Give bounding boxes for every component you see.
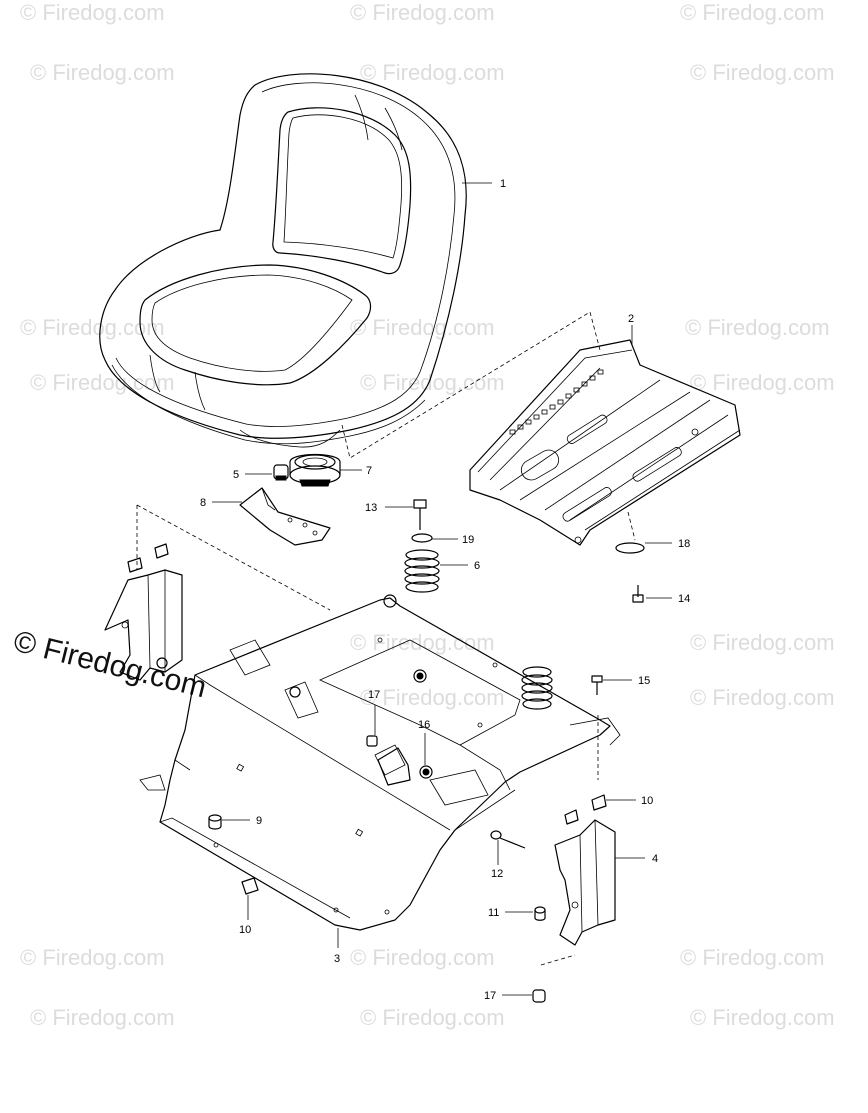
spring-part-6 [404, 549, 440, 593]
callout-6: 6 [474, 560, 480, 572]
watermark: © Firedog.com [20, 945, 165, 970]
watermark-dark: © Firedog.com [10, 625, 209, 705]
callout-10a: 10 [239, 924, 251, 936]
bolt-part-15 [591, 675, 603, 695]
watermark: © Firedog.com [350, 0, 495, 25]
callout-15: 15 [638, 675, 650, 687]
callout-17a: 17 [368, 689, 380, 701]
watermark: © Firedog.com [690, 370, 835, 395]
callout-labels: 1 2 3 4 5 6 7 8 9 10 10 11 12 13 14 15 1… [200, 178, 690, 1002]
watermark: © Firedog.com [690, 1005, 835, 1030]
callout-17b: 17 [484, 990, 496, 1002]
watermark: © Firedog.com [360, 685, 505, 710]
seat-part-1 [99, 73, 467, 448]
seat-pan-part-2 [469, 339, 741, 546]
watermark: © Firedog.com [350, 630, 495, 655]
bracket-part-8 [239, 487, 331, 546]
callout-8: 8 [200, 497, 206, 509]
left-bracket [104, 543, 183, 681]
bolt-part-14 [632, 585, 644, 603]
callout-3: 3 [334, 953, 340, 965]
watermark: © Firedog.com [690, 60, 835, 85]
callout-18: 18 [678, 538, 690, 550]
bracket-part-4 [554, 794, 616, 946]
callout-5: 5 [233, 469, 239, 481]
plug-part-9 [208, 814, 222, 830]
watermark: © Firedog.com [30, 370, 175, 395]
adjustment-slots [509, 369, 604, 435]
watermark: © Firedog.com [30, 60, 175, 85]
bolt-part-13 [413, 499, 427, 530]
callout-11: 11 [488, 907, 499, 919]
seat-frame-part-3 [139, 594, 621, 931]
seat-switch-part-7 [289, 453, 341, 487]
watermark: © Firedog.com [690, 685, 835, 710]
watermark: © Firedog.com [20, 0, 165, 25]
watermark: © Firedog.com [680, 0, 825, 25]
callout-1: 1 [500, 178, 506, 190]
watermark: © Firedog.com [690, 630, 835, 655]
callout-12: 12 [491, 868, 503, 880]
callout-10b: 10 [641, 795, 653, 807]
leader-lines [212, 182, 672, 996]
clip-part-10-lower [241, 877, 259, 895]
bracket-part-16 [377, 747, 411, 786]
plug-part-11 [534, 906, 546, 921]
callout-7: 7 [366, 465, 372, 477]
watermark: © Firedog.com [350, 315, 495, 340]
callout-19: 19 [462, 534, 474, 546]
callout-9: 9 [256, 815, 262, 827]
watermark-layer: © Firedog.com © Firedog.com © Firedog.co… [20, 0, 835, 1030]
watermark: © Firedog.com [680, 945, 825, 970]
watermark: © Firedog.com [685, 315, 830, 340]
nut-part-17-lower [532, 989, 546, 1003]
washer-part-18 [615, 542, 645, 554]
callout-2: 2 [628, 313, 634, 325]
watermark: © Firedog.com [360, 60, 505, 85]
spring-lower [521, 666, 553, 710]
callout-13: 13 [365, 502, 377, 514]
watermark: © Firedog.com [360, 1005, 505, 1030]
nut-part-5 [273, 464, 289, 481]
callout-16: 16 [418, 719, 430, 731]
callout-4: 4 [652, 853, 658, 865]
callout-14: 14 [678, 593, 690, 605]
watermark: © Firedog.com [30, 1005, 175, 1030]
washer-part-19 [411, 533, 433, 543]
watermark: © Firedog.com [350, 945, 495, 970]
nut-part-17-upper [366, 735, 378, 747]
pin-part-12 [490, 830, 526, 849]
